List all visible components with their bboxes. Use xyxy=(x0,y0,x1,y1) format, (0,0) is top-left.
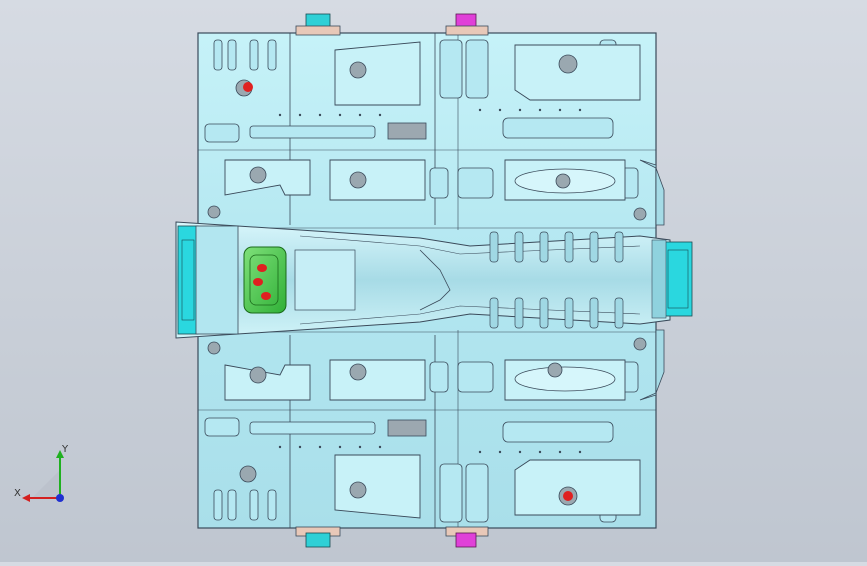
x-axis-arrow-icon xyxy=(22,494,30,502)
bottom-clamp-left[interactable] xyxy=(295,526,341,548)
right-insert-block[interactable] xyxy=(651,239,693,319)
bolt-heads xyxy=(207,54,647,506)
top-clamp-right[interactable] xyxy=(445,13,489,36)
top-clamp-left[interactable] xyxy=(295,13,341,36)
coordinate-triad: Y X xyxy=(12,440,76,506)
y-axis-label: Y xyxy=(61,444,69,455)
x-axis-label: X xyxy=(14,488,21,499)
z-axis-dot-icon xyxy=(56,494,64,502)
selected-feature-highlight[interactable] xyxy=(243,246,287,314)
small-holes xyxy=(278,108,582,454)
red-pins xyxy=(243,82,573,501)
forming-channel[interactable] xyxy=(175,221,671,339)
bottom-clamp-right[interactable] xyxy=(445,526,489,548)
left-slots xyxy=(204,39,427,521)
left-insert-block[interactable] xyxy=(177,225,239,335)
y-axis-arrow-icon xyxy=(56,450,64,458)
